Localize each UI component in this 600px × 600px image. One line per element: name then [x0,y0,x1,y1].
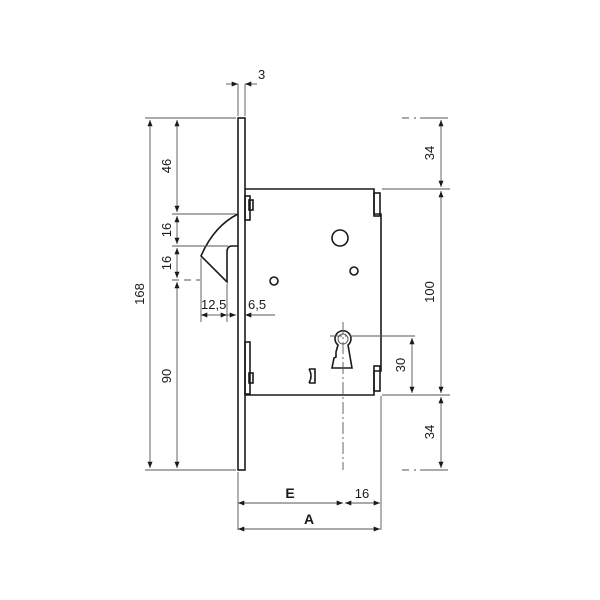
dim-case-height: 100 [422,281,437,303]
lock-case [244,188,382,396]
dim-overall-width-label: A [304,511,314,527]
dim-keyhole-to-bottom: 30 [393,358,408,372]
dim-top-to-hook: 46 [159,159,174,173]
dim-backset-label: E [285,485,294,501]
dim-bottom-section: 90 [159,369,174,383]
latch-clip [308,368,316,384]
bottom-screw-bracket [244,341,251,395]
dim-top-margin-right: 34 [422,146,437,160]
hook-bolt [200,213,239,284]
holes [269,229,359,286]
dim-hook-upper: 16 [159,223,174,237]
dim-total-height: 168 [132,283,147,305]
dim-hook-projection: 12,5 [201,297,226,312]
small-hole-left [269,276,279,286]
dim-bottom-margin-right: 34 [422,425,437,439]
dim-faceplate-thickness: 3 [258,67,265,82]
dim-hook-offset: 6,5 [248,297,266,312]
follower-hole [331,229,349,247]
dim-backset-extra: 16 [355,486,369,501]
top-screw-bracket [244,195,251,221]
dim-hook-lower: 16 [159,256,174,270]
faceplate [237,117,246,471]
small-hole-right [349,266,359,276]
